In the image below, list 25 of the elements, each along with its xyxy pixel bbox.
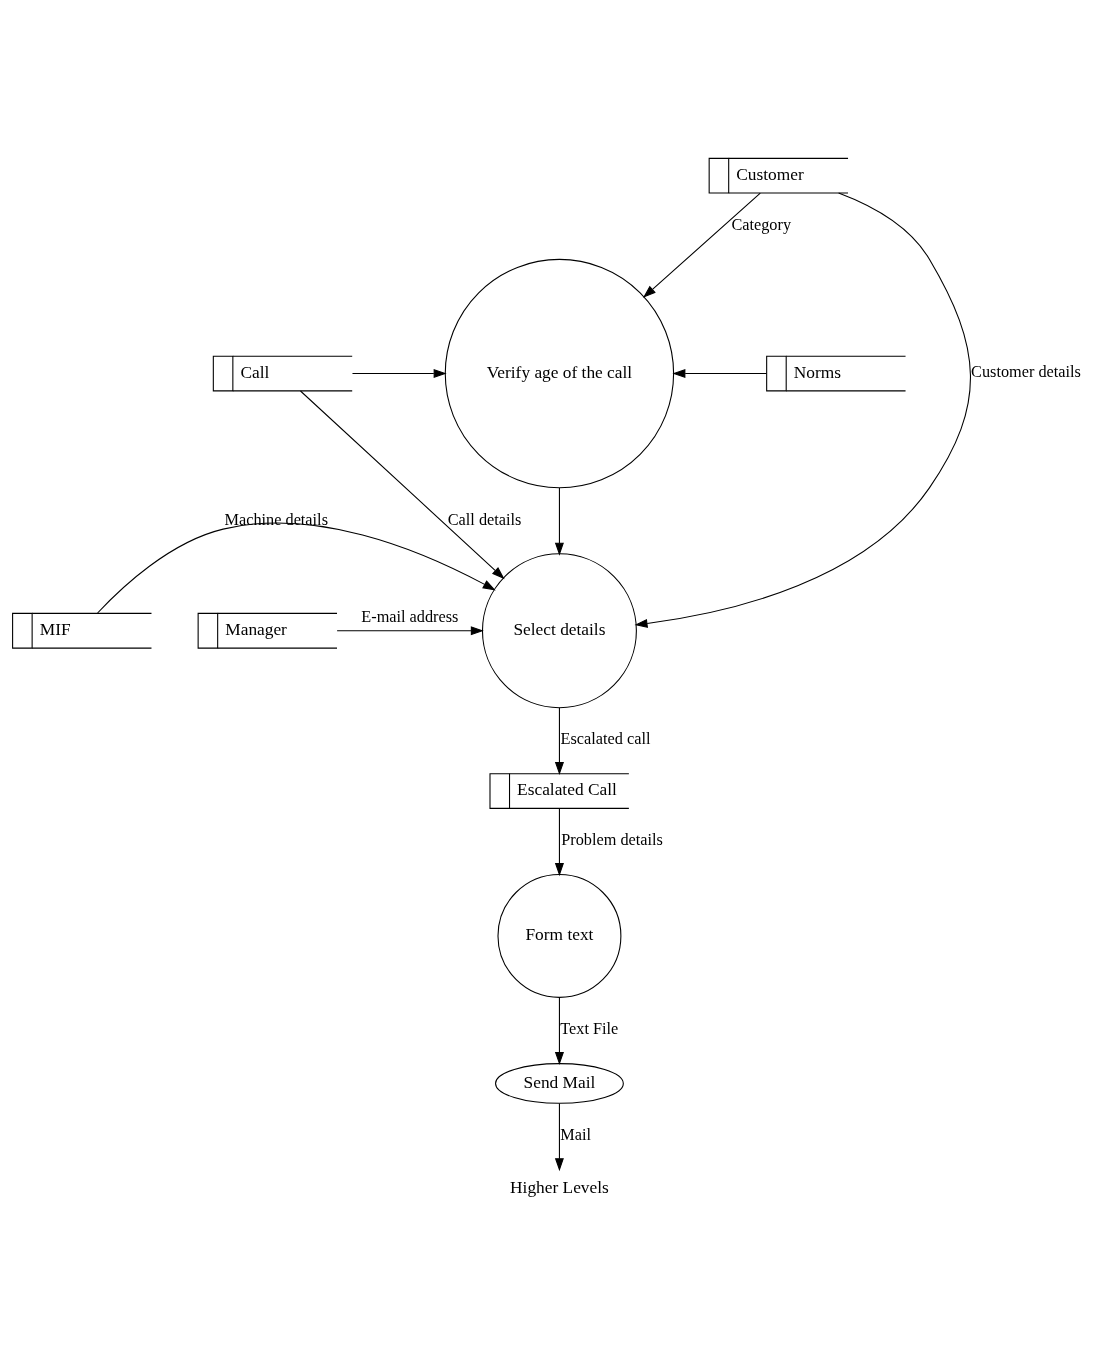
arrow — [299, 390, 505, 580]
arrow — [634, 192, 971, 628]
node-text: Higher Levels — [510, 1178, 609, 1198]
arrow — [554, 1103, 564, 1172]
node-ellipse: Send Mail — [495, 1063, 624, 1104]
arrow — [554, 707, 564, 776]
edge-label: Call details — [447, 510, 522, 529]
edge-label: Machine details — [224, 510, 328, 529]
arrow — [643, 192, 761, 298]
node-circle: Form text — [497, 873, 622, 998]
arrow — [554, 996, 564, 1066]
arrow — [351, 369, 447, 379]
edge-label: Problem details — [561, 831, 663, 850]
edge-label: Customer details — [971, 363, 1081, 382]
arrow — [97, 522, 496, 614]
edge-label: E-mail address — [361, 608, 459, 627]
arrow — [554, 807, 564, 877]
arrow — [336, 626, 484, 636]
edge-label: Text File — [560, 1020, 619, 1039]
edge-label: Category — [731, 215, 792, 234]
arrow — [672, 369, 767, 379]
arrow — [554, 487, 564, 556]
edge-label: Mail — [560, 1126, 592, 1145]
edge-label: Escalated call — [560, 730, 651, 749]
node-circle: Verify age of the call — [444, 258, 675, 489]
